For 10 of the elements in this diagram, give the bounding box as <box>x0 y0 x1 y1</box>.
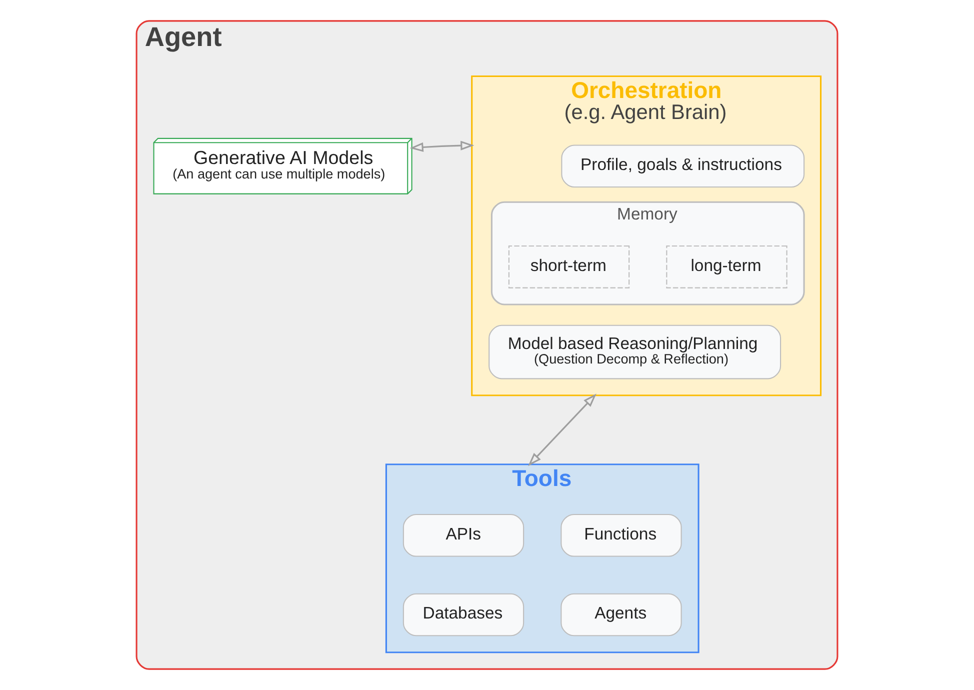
node-box: Databases <box>402 593 524 636</box>
node-box: APIs <box>402 514 524 557</box>
node-box: short-term <box>508 246 630 288</box>
arrow <box>528 394 596 466</box>
node-box: Profile, goals & instructions <box>561 144 805 188</box>
node-box: Model based Reasoning/Planning (Question Decomp & Reflection) <box>488 324 782 380</box>
node-box: Functions <box>560 514 682 557</box>
node-box: long-term <box>666 246 788 288</box>
node-box: Agents <box>560 593 682 636</box>
arrow <box>410 140 474 152</box>
